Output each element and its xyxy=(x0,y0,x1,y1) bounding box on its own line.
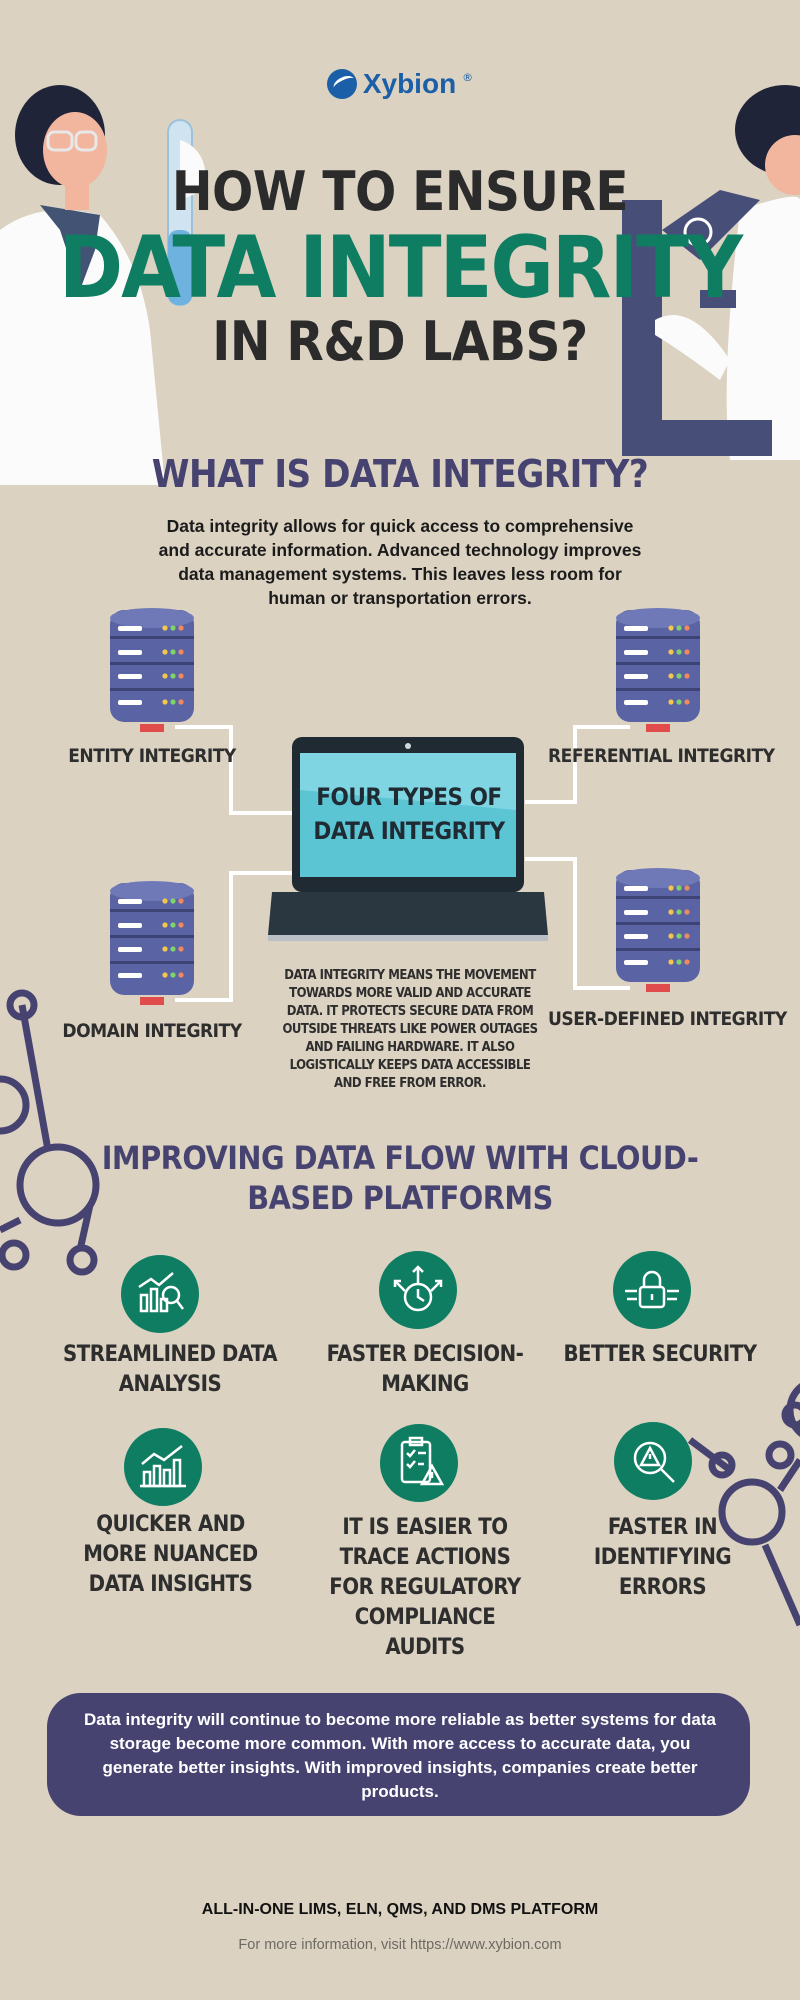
xybion-logo-icon xyxy=(326,69,357,99)
title-line-1: HOW TO ENSURE xyxy=(171,160,629,223)
scientist-left-illustration xyxy=(0,85,206,485)
benefit-icon-circle-4 xyxy=(124,1428,202,1506)
analysis-chart-icon xyxy=(138,1272,184,1313)
padlock-icon xyxy=(625,1270,679,1309)
connector-lines xyxy=(175,725,630,1002)
benefit-label-3: BETTER SECURITY xyxy=(563,1342,757,1367)
benefit-label-5: IT IS EASIER TO TRACE ACTIONS FOR REGULA… xyxy=(329,1515,521,1660)
four-types-title-line-1: FOUR TYPES OF xyxy=(316,783,502,811)
summary-banner xyxy=(47,1693,750,1816)
domain-database-icon xyxy=(110,881,194,1005)
referential-integrity-label: REFERENTIAL INTEGRITY xyxy=(548,745,775,767)
molecule-right-decoration xyxy=(687,1383,800,1627)
error-search-icon xyxy=(633,1441,675,1483)
footer-tagline: ALL-IN-ONE LIMS, ELN, QMS, AND DMS PLATF… xyxy=(201,1901,599,1918)
cloud-heading: IMPROVING DATA FLOW WITH CLOUD-BASED PLA… xyxy=(101,1139,699,1217)
molecule-left-decoration xyxy=(0,989,100,1276)
scientist-right-illustration xyxy=(622,85,800,460)
clipboard-warning-icon xyxy=(400,1436,445,1486)
brand-name: Xybion xyxy=(362,68,457,99)
bar-chart-icon xyxy=(140,1445,186,1488)
what-is-heading: WHAT IS DATA INTEGRITY? xyxy=(151,452,649,496)
benefit-label-4: QUICKER AND MORE NUANCED DATA INSIGHTS xyxy=(83,1512,258,1597)
title-line-3: IN R&D LABS? xyxy=(212,310,588,373)
referential-database-icon xyxy=(616,608,700,732)
brand-logo: Xybion ® xyxy=(0,62,800,106)
user-defined-database-icon xyxy=(616,868,700,992)
data-integrity-description: DATA INTEGRITY MEANS THE MOVEMENT TOWARD… xyxy=(282,968,538,1091)
four-types-title: FOUR TYPES OF DATA INTEGRITY xyxy=(300,780,518,848)
entity-database-icon xyxy=(110,608,194,732)
benefit-icon-circle-1 xyxy=(121,1255,199,1333)
laptop-icon xyxy=(268,737,548,941)
decision-clock-icon xyxy=(393,1265,443,1312)
benefit-label-2: FASTER DECISION-MAKING xyxy=(326,1342,524,1397)
benefit-label-6: FASTER IN IDENTIFYING ERRORS xyxy=(593,1515,732,1600)
summary-text: Data integrity will continue to become m… xyxy=(83,1710,716,1801)
benefit-icon-circle-6 xyxy=(614,1422,692,1500)
benefit-label-1: STREAMLINED DATA ANALYSIS xyxy=(62,1342,278,1397)
entity-integrity-label: ENTITY INTEGRITY xyxy=(68,745,236,767)
benefit-icon-circle-2 xyxy=(379,1251,457,1329)
registered-mark: ® xyxy=(462,70,474,84)
four-types-title-line-2: DATA INTEGRITY xyxy=(313,817,505,845)
user-defined-integrity-label: USER-DEFINED INTEGRITY xyxy=(548,1008,787,1030)
four-types-diagram xyxy=(110,608,700,1005)
domain-integrity-label: DOMAIN INTEGRITY xyxy=(62,1020,242,1042)
footer-visit-link[interactable]: For more information, visit https://www.… xyxy=(238,1937,562,1953)
benefit-icon-circle-5 xyxy=(380,1424,458,1502)
what-is-body: Data integrity allows for quick access t… xyxy=(158,516,642,608)
benefit-icon-circle-3 xyxy=(613,1251,691,1329)
title-line-2: DATA INTEGRITY xyxy=(58,218,743,318)
